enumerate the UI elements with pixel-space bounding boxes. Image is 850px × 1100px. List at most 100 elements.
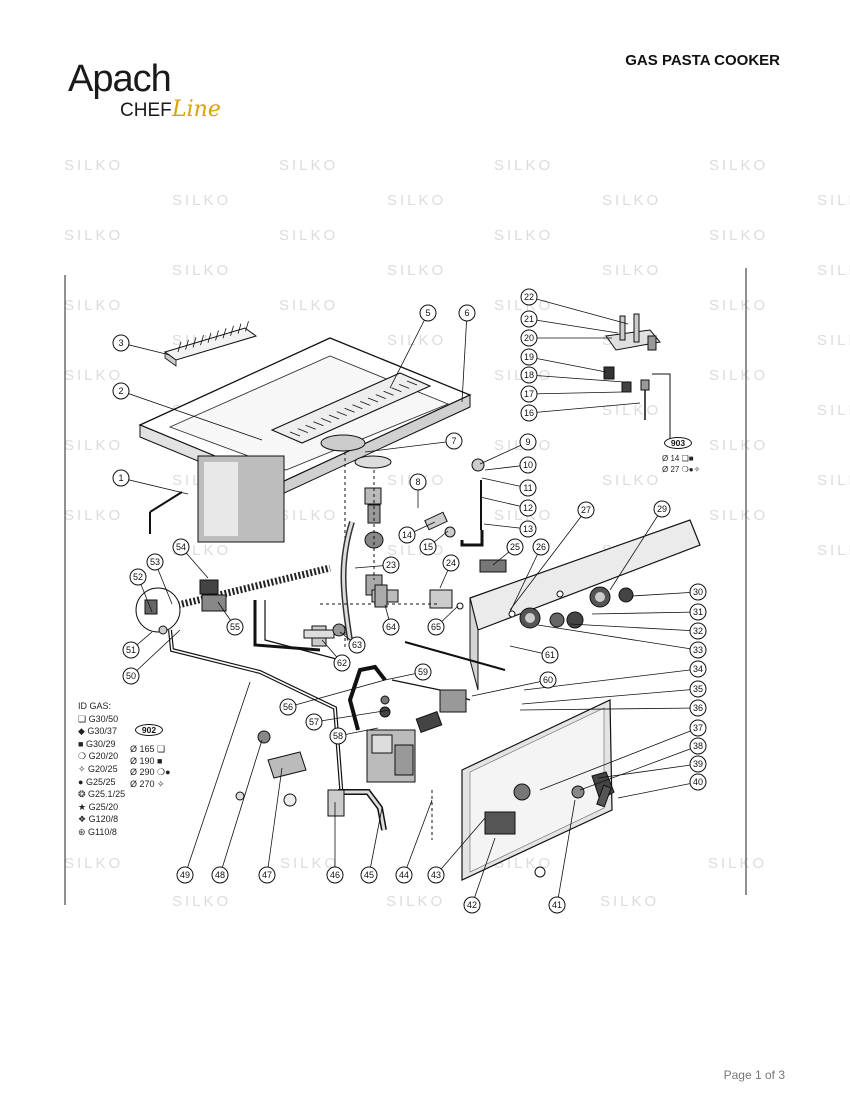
watermark-text: SILKO bbox=[387, 262, 446, 279]
callout-14: 14 bbox=[398, 526, 416, 544]
diameter-row: Ø 290 ❍● bbox=[130, 767, 171, 777]
callout-leader bbox=[528, 391, 623, 395]
watermark-text: SILKO bbox=[817, 542, 850, 559]
callout-leader bbox=[537, 624, 699, 651]
callout-47: 47 bbox=[258, 866, 276, 884]
legend-symbol: ◆ bbox=[78, 726, 88, 737]
watermark-text: SILKO bbox=[387, 192, 446, 209]
diameter-row: Ø 14 ❑■ bbox=[662, 454, 694, 463]
callout-number: 60 bbox=[543, 675, 553, 685]
callout-5: 5 bbox=[419, 304, 437, 322]
callout-leader bbox=[313, 709, 391, 723]
callout-9: 9 bbox=[519, 433, 537, 451]
part-burner-cluster bbox=[320, 434, 399, 650]
callout-leader bbox=[184, 681, 251, 876]
legend-symbol: ❍ bbox=[78, 751, 89, 762]
legend-symbol: ● bbox=[78, 776, 86, 787]
callout-19: 19 bbox=[520, 348, 538, 366]
callout-number: 39 bbox=[693, 759, 703, 769]
callout-number: 19 bbox=[524, 352, 534, 362]
callout-number: 65 bbox=[431, 622, 441, 632]
callout-23: 23 bbox=[382, 556, 400, 574]
callout-number: 52 bbox=[133, 572, 143, 582]
callout-leader bbox=[521, 688, 699, 705]
callout-46: 46 bbox=[326, 866, 344, 884]
callout-leader bbox=[219, 739, 263, 876]
callout-number: 50 bbox=[126, 671, 136, 681]
callout-number: 44 bbox=[399, 870, 409, 880]
watermark-text: SILKO bbox=[64, 437, 123, 454]
callout-61: 61 bbox=[541, 646, 559, 664]
callout-leader bbox=[609, 508, 663, 591]
callout-number: 16 bbox=[524, 408, 534, 418]
callout-29: 29 bbox=[653, 500, 671, 518]
watermark-text: SILKO bbox=[602, 192, 661, 209]
callout-leader bbox=[130, 629, 181, 677]
callout-number: 59 bbox=[418, 667, 428, 677]
watermark-text: SILKO bbox=[602, 262, 661, 279]
callout-6: 6 bbox=[458, 304, 476, 322]
callout-41: 41 bbox=[548, 896, 566, 914]
callout-number: 34 bbox=[693, 664, 703, 674]
callout-11: 11 bbox=[519, 479, 537, 497]
callout-number: 42 bbox=[467, 900, 477, 910]
watermark-text: SILKO bbox=[64, 367, 123, 384]
callout-number: 43 bbox=[431, 870, 441, 880]
callout-leader bbox=[528, 374, 625, 383]
callout-leader bbox=[471, 837, 496, 906]
legend-label: G110/8 bbox=[88, 826, 117, 837]
callout-8: 8 bbox=[409, 473, 427, 491]
legend-label: G30/50 bbox=[88, 713, 119, 724]
watermark-text: SILKO bbox=[386, 893, 445, 910]
callout-number: 22 bbox=[524, 292, 534, 302]
legend-item: ● G25/25 bbox=[78, 776, 125, 789]
legend-label: G25/25 bbox=[85, 776, 116, 787]
legend-symbol: ★ bbox=[78, 801, 89, 812]
callout-number: 14 bbox=[402, 530, 412, 540]
watermark-text: SILKO bbox=[280, 855, 339, 872]
legend-item: ❂ G25.1/25 bbox=[78, 788, 125, 801]
watermark-text: SILKO bbox=[817, 192, 850, 209]
callout-34: 34 bbox=[689, 660, 707, 678]
callout-number: 29 bbox=[657, 504, 667, 514]
callout-50: 50 bbox=[122, 667, 140, 685]
watermark-text: SILKO bbox=[494, 157, 553, 174]
callout-number: 12 bbox=[523, 503, 533, 513]
callout-number: 36 bbox=[693, 703, 703, 713]
callout-39: 39 bbox=[689, 755, 707, 773]
legend-item: ❖ G120/8 bbox=[78, 813, 125, 826]
watermark-text: SILKO bbox=[602, 472, 661, 489]
watermark-text: SILKO bbox=[172, 192, 231, 209]
watermark-text: SILKO bbox=[494, 227, 553, 244]
watermark-text: SILKO bbox=[279, 507, 338, 524]
callout-44: 44 bbox=[395, 866, 413, 884]
callout-leader bbox=[435, 817, 486, 876]
callout-30: 30 bbox=[689, 583, 707, 601]
callout-number: 3 bbox=[118, 338, 123, 348]
callout-number: 5 bbox=[425, 308, 430, 318]
callout-number: 27 bbox=[581, 505, 591, 515]
callout-number: 17 bbox=[524, 389, 534, 399]
callout-number: 11 bbox=[523, 483, 532, 493]
callout-35: 35 bbox=[689, 680, 707, 698]
callout-number: 64 bbox=[386, 622, 396, 632]
callout-number: 55 bbox=[230, 622, 240, 632]
callout-43: 43 bbox=[427, 866, 445, 884]
callout-number: 37 bbox=[693, 723, 703, 733]
callout-33: 33 bbox=[689, 641, 707, 659]
callout-number: 46 bbox=[330, 870, 340, 880]
callout-60: 60 bbox=[539, 671, 557, 689]
callout-number: 24 bbox=[446, 558, 456, 568]
callout-38: 38 bbox=[689, 737, 707, 755]
legend-item: ★ G25/20 bbox=[78, 801, 125, 814]
callout-number: 13 bbox=[523, 524, 533, 534]
callout-number: 48 bbox=[215, 870, 225, 880]
watermark-text: SILKO bbox=[64, 227, 123, 244]
callout-number: 25 bbox=[510, 542, 520, 552]
callout-number: 6 bbox=[464, 308, 469, 318]
callout-leader bbox=[471, 679, 549, 697]
callout-number: 51 bbox=[126, 645, 136, 655]
part-drain-fittings bbox=[424, 458, 485, 547]
callout-leader bbox=[461, 312, 468, 403]
